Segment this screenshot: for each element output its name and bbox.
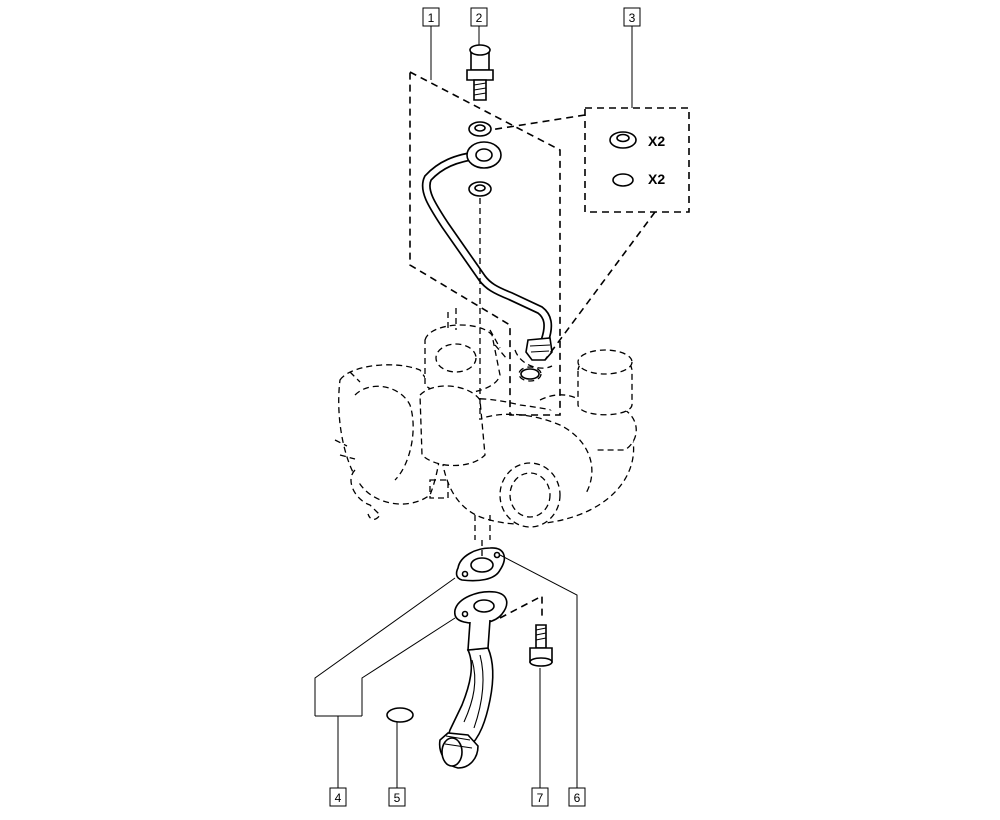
return-gasket [455, 547, 506, 582]
return-oring [386, 707, 414, 723]
svg-text:4: 4 [335, 791, 342, 805]
callout-5: 5 [388, 787, 406, 807]
kit-washer-qty: X2 [648, 133, 665, 149]
kit-oring-qty: X2 [648, 171, 665, 187]
washer-lower [468, 181, 492, 197]
callout-leaders [314, 26, 633, 788]
callout-7: 7 [531, 787, 549, 807]
return-bolt [529, 624, 553, 667]
kit-washer-icon [609, 131, 637, 149]
svg-text:1: 1 [428, 11, 435, 25]
turbocharger-ghost [334, 308, 637, 540]
callout-4: 4 [329, 787, 347, 807]
svg-text:6: 6 [574, 791, 581, 805]
kit-oring-icon [612, 173, 634, 187]
oil-return-pipe [438, 590, 508, 769]
svg-text:3: 3 [629, 11, 636, 25]
washer-upper [468, 121, 492, 137]
bolt-dash-path [499, 594, 543, 620]
callout-3: 3 [623, 7, 641, 27]
svg-text:7: 7 [537, 791, 544, 805]
kit-box: X2 X2 [489, 107, 690, 361]
callout-2: 2 [470, 7, 488, 27]
svg-text:2: 2 [476, 11, 483, 25]
svg-text:5: 5 [394, 791, 401, 805]
oil-feed-pipe [421, 141, 553, 361]
kit-outline [409, 70, 561, 416]
callout-6: 6 [568, 787, 586, 807]
banjo-bolt [466, 44, 494, 101]
oring-pipe-end [520, 368, 540, 380]
callout-1: 1 [422, 7, 440, 27]
